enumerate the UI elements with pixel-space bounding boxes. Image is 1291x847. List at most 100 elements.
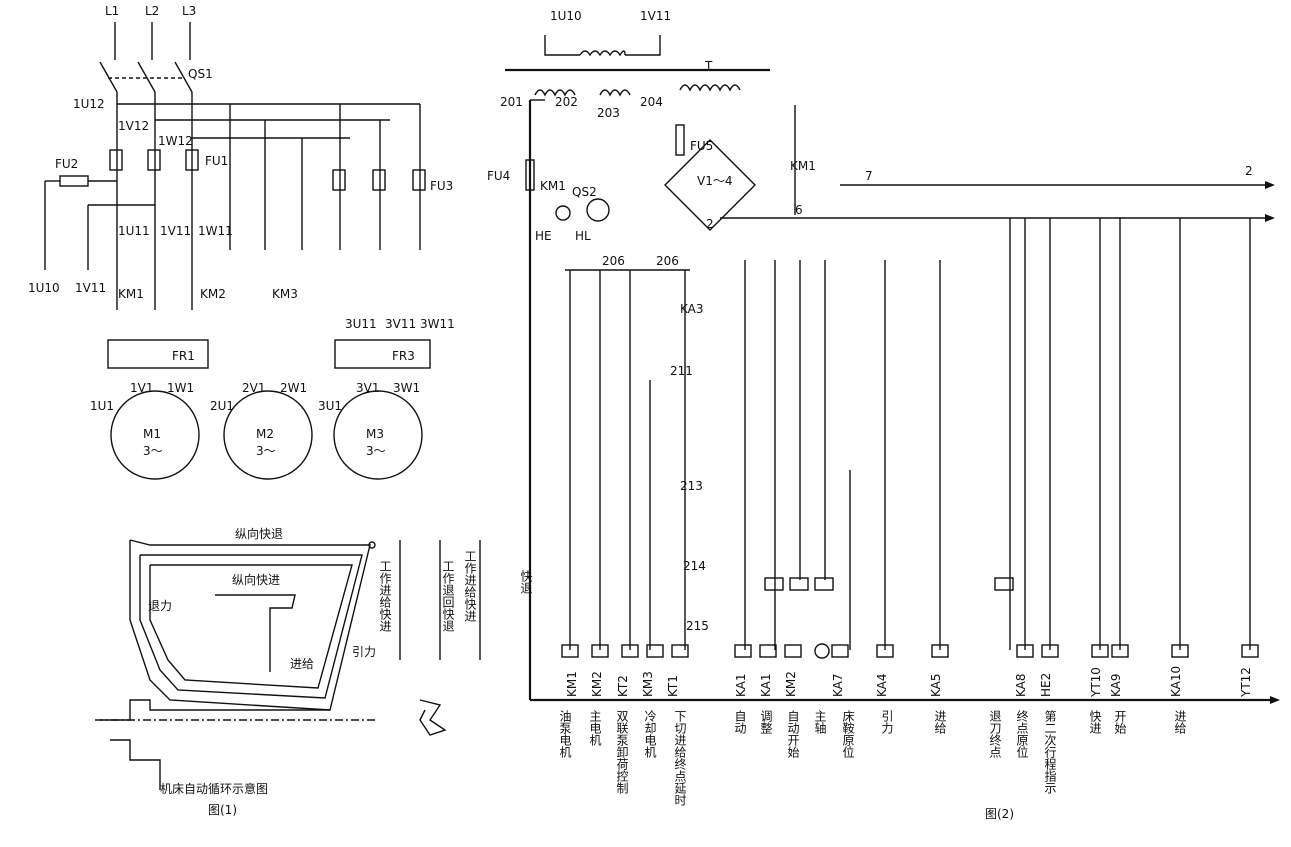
2w1-label: 2W1 xyxy=(280,381,307,395)
n7-label: 7 xyxy=(865,169,873,183)
fr3-label: FR3 xyxy=(392,349,415,363)
1w1-label: 1W1 xyxy=(167,381,194,395)
figure1-cycle-sketch: 纵向快退 纵向快进 退力 进给 引力 机床自动循环示意图 图(1) 工作进给快进… xyxy=(95,526,533,817)
figure1-power-circuit: L1 L2 L3 QS1 1U12 1V12 1W12 FU1 FU3 FU2 … xyxy=(28,4,455,480)
motor-m2-name: M2 xyxy=(256,427,274,441)
1u12-label: 1U12 xyxy=(73,97,105,111)
function-label: 引力 xyxy=(880,710,894,735)
n215-label: 215 xyxy=(686,619,709,633)
motor-m1-name: M1 xyxy=(143,427,161,441)
coil-label: KA1 xyxy=(759,673,773,697)
km1-label: KM1 xyxy=(118,287,144,301)
coil-label: KA9 xyxy=(1109,673,1123,697)
km3-label: KM3 xyxy=(272,287,298,301)
coil-label: KA8 xyxy=(1014,673,1028,697)
n6-label: 6 xyxy=(795,203,803,217)
coil-label: KM1 xyxy=(565,671,579,697)
km2-label: KM2 xyxy=(200,287,226,301)
3u11-label: 3U11 xyxy=(345,317,377,331)
feed-label: 进给 xyxy=(290,657,314,671)
motor-m2-type: 3～ xyxy=(256,444,276,458)
motor-m3-name: M3 xyxy=(366,427,384,441)
phase-label-l3: L3 xyxy=(182,4,196,18)
km1-dc-label: KM1 xyxy=(790,159,816,173)
n2-label: 2 xyxy=(706,217,714,231)
function-label: 退刀终点 xyxy=(988,710,1002,758)
function-label: 开始 xyxy=(1113,710,1127,734)
coil-label: KT2 xyxy=(616,675,630,697)
phase-label-l1: L1 xyxy=(105,4,119,18)
1v11-label: 1V11 xyxy=(160,224,191,238)
side-label-2: 工作退回快退 xyxy=(441,560,455,632)
function-label: 油泵电机 xyxy=(558,710,572,758)
n201-label: 201 xyxy=(500,95,523,109)
coil-label: YT10 xyxy=(1089,667,1103,698)
he-label: HE xyxy=(535,229,552,243)
cycle-caption: 机床自动循环示意图 xyxy=(160,781,268,796)
1w12-label: 1W12 xyxy=(158,134,193,148)
3u1-label: 3U1 xyxy=(318,399,342,413)
fu1-label: FU1 xyxy=(205,154,228,168)
n211-label: 211 xyxy=(670,364,693,378)
1v12-label: 1V12 xyxy=(118,119,149,133)
n204-label: 204 xyxy=(640,95,663,109)
pull-label: 引力 xyxy=(352,645,376,659)
figure1-label: 图(1) xyxy=(208,803,237,817)
figure2-label: 图(2) xyxy=(985,807,1014,821)
ka3-label: KA3 xyxy=(680,302,704,316)
n206b-label: 206 xyxy=(656,254,679,268)
function-label: 双联泵卸荷控制 xyxy=(615,710,629,794)
1u11-label: 1U11 xyxy=(118,224,150,238)
n214-label: 214 xyxy=(683,559,706,573)
function-labels: 油泵电机 主电机双联泵卸荷控制冷却电机 下切进给终点延时 自动调整自动开始主轴床鞍原位… xyxy=(558,709,1187,806)
function-label: 进给 xyxy=(1173,710,1187,734)
phase-label-l2: L2 xyxy=(145,4,159,18)
coil-label: KA5 xyxy=(929,673,943,697)
coil-label: KM2 xyxy=(784,671,798,697)
rectifier-label: V1～4 xyxy=(697,174,732,188)
coil-label: KA10 xyxy=(1169,666,1183,697)
function-label: 终点原位 xyxy=(1015,709,1029,758)
motor-m1-type: 3～ xyxy=(143,444,163,458)
qs2-label: QS2 xyxy=(572,185,597,199)
figure2-control-circuit: 1U10 1V11 T 201 202 203 204 FU4 FU5 QS2 … xyxy=(487,9,1280,704)
fu3-label: FU3 xyxy=(430,179,453,193)
retract-label: 退力 xyxy=(148,599,172,613)
function-label: 床鞍原位 xyxy=(841,710,855,758)
coil-label: HE2 xyxy=(1039,673,1053,697)
qs1-label: QS1 xyxy=(188,67,213,81)
motor-m3-type: 3～ xyxy=(366,444,386,458)
coil-label: KA7 xyxy=(831,673,845,697)
n203-label: 203 xyxy=(597,106,620,120)
function-label: 下切进给终点延时 xyxy=(673,710,687,806)
coil-label: KT1 xyxy=(666,675,680,697)
function-label: 主电机 xyxy=(588,710,602,746)
coil-label: KA1 xyxy=(734,673,748,697)
1u1-label: 1U1 xyxy=(90,399,114,413)
function-label: 调整 xyxy=(759,710,773,734)
rapid-advance-label: 纵向快进 xyxy=(232,572,280,587)
fu2-label: FU2 xyxy=(55,157,78,171)
km1-contact-label: KM1 xyxy=(540,179,566,193)
n213-label: 213 xyxy=(680,479,703,493)
coil-label: KM2 xyxy=(590,671,604,697)
coil-label: KA4 xyxy=(875,673,889,697)
2u1-label: 2U1 xyxy=(210,399,234,413)
n202-label: 202 xyxy=(555,95,578,109)
function-label: 自动 xyxy=(733,710,747,734)
function-label: 冷却电机 xyxy=(643,710,657,758)
3w11-label: 3W11 xyxy=(420,317,455,331)
3w1-label: 3W1 xyxy=(393,381,420,395)
n206-label: 206 xyxy=(602,254,625,268)
side-label-3: 工作进给快进 xyxy=(463,550,477,622)
rapid-return-label: 纵向快退 xyxy=(235,526,283,541)
n7-right-label: 2 xyxy=(1245,164,1253,178)
fu4-label: FU4 xyxy=(487,169,510,183)
side-label-1: 工作进给快进 xyxy=(378,560,392,632)
1w11-label: 1W11 xyxy=(198,224,233,238)
function-label: 主轴 xyxy=(813,710,827,734)
3v11-label: 3V11 xyxy=(385,317,416,331)
function-label: 自动开始 xyxy=(786,710,800,758)
